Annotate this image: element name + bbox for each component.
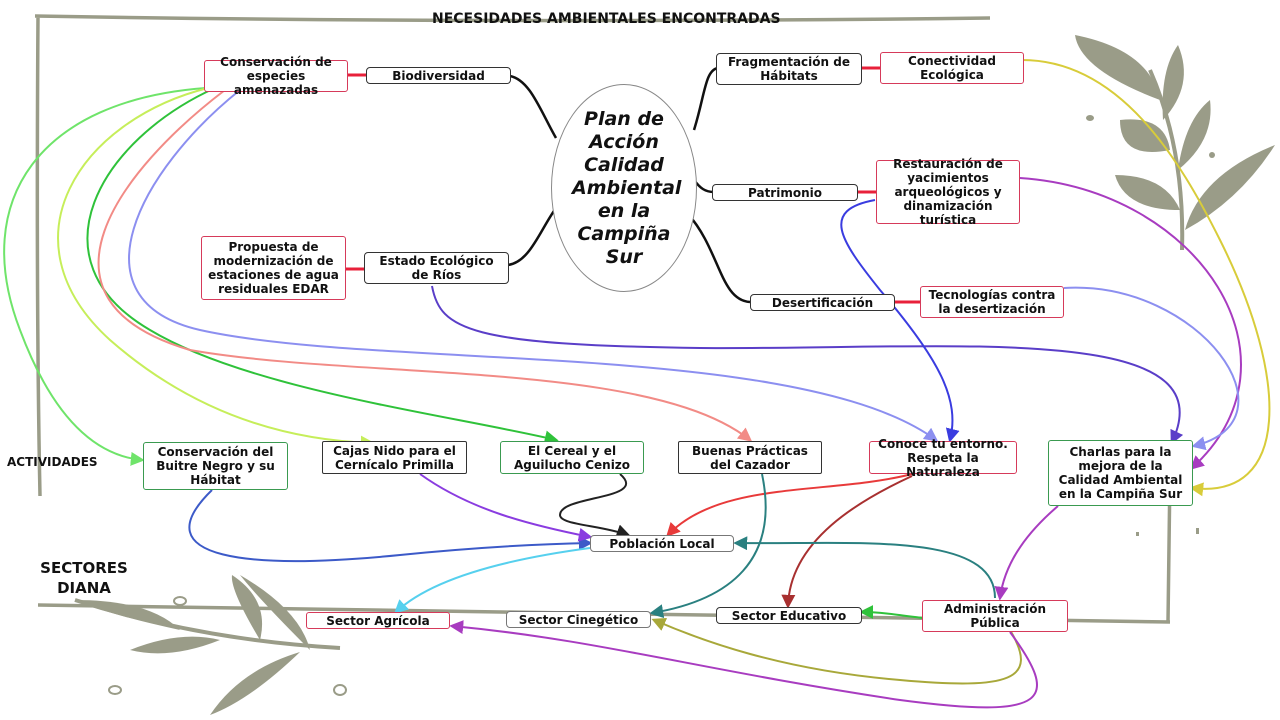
section-sectores: SECTORES DIANA	[40, 559, 128, 597]
link-especies-cajas	[57, 87, 375, 450]
section-actividades: ACTIVIDADES	[7, 455, 98, 469]
link-cereal-poblacion	[558, 473, 631, 538]
activity-cajas-nido[interactable]: Cajas Nido para el Cernícalo Primilla	[322, 441, 467, 474]
sector-agricola[interactable]: Sector Agrícola	[306, 612, 450, 629]
link-restauracion-charlas	[1019, 177, 1242, 470]
header-title: NECESIDADES AMBIENTALES ENCONTRADAS	[432, 11, 781, 27]
need-desertificacion[interactable]: Desertificación	[750, 294, 895, 311]
link-especies-conoce	[128, 89, 939, 442]
sector-educativo[interactable]: Sector Educativo	[716, 607, 862, 624]
activity-cereal-aguilucho[interactable]: El Cereal y el Aguilucho Cenizo	[500, 441, 644, 474]
link-restauracion-conoce	[840, 199, 960, 443]
link-administracion-educativo	[859, 605, 923, 620]
central-plan-title: Plan de Acción Calidad Ambiental en la C…	[572, 107, 682, 268]
activity-buitre-negro[interactable]: Conservación del Buitre Negro y su Hábit…	[143, 442, 288, 490]
sector-cinegetico[interactable]: Sector Cinegético	[506, 611, 651, 628]
need-biodiversidad[interactable]: Biodiversidad	[366, 67, 511, 84]
link-administracion-poblacion	[733, 536, 996, 599]
sector-links	[188, 473, 1059, 709]
link-administracion-agricola	[449, 620, 1038, 709]
link-especies-buenas	[97, 89, 753, 442]
central-plan-node[interactable]: Plan de Acción Calidad Ambiental en la C…	[551, 84, 697, 292]
need-estado-rios[interactable]: Estado Ecológico de Ríos	[364, 252, 509, 284]
leaf-branch-bottom-left	[74, 575, 347, 715]
measure-tecnologias[interactable]: Tecnologías contra la desertización	[920, 286, 1064, 318]
measure-conectividad[interactable]: Conectividad Ecológica	[880, 52, 1024, 84]
link-administracion-cinegetico	[651, 618, 1022, 685]
activity-links	[3, 59, 1271, 497]
sector-poblacion-local[interactable]: Población Local	[590, 535, 734, 552]
measure-restauracion[interactable]: Restauración de yacimientos arqueológico…	[876, 157, 1020, 227]
link-especies-cereal	[86, 87, 559, 445]
need-patrimonio[interactable]: Patrimonio	[712, 184, 858, 201]
link-tecnologias-charlas	[1063, 286, 1240, 451]
link-buitre-poblacion	[188, 489, 593, 563]
link-buenas-cinegetico	[649, 473, 767, 619]
activity-conoce-entorno[interactable]: Conoce tu entorno. Respeta la Naturaleza	[869, 437, 1017, 479]
link-poblacion-agricola	[393, 547, 591, 614]
activity-charlas[interactable]: Charlas para la mejora de la Calidad Amb…	[1048, 440, 1193, 506]
link-conectividad-charlas	[1021, 59, 1271, 497]
link-cajas-poblacion	[419, 473, 593, 542]
measure-especies-amenazadas[interactable]: Conservación de especies amenazadas	[204, 55, 348, 97]
activity-buenas-practicas[interactable]: Buenas Prácticas del Cazador	[678, 441, 822, 474]
measure-edar[interactable]: Propuesta de modernización de estaciones…	[201, 236, 346, 300]
link-conoce-educativo	[781, 475, 913, 609]
frame-border	[34, 14, 1172, 624]
link-charlas-administracion	[994, 505, 1059, 601]
link-conoce-poblacion	[666, 473, 913, 538]
red-connectors	[346, 66, 920, 304]
leaf-branch-top-right	[1075, 35, 1275, 536]
need-fragmentacion[interactable]: Fragmentación de Hábitats	[716, 53, 862, 85]
sector-administracion[interactable]: Administración Pública	[922, 600, 1068, 632]
link-rios-charlas	[431, 285, 1184, 445]
link-especies-buitre	[3, 87, 207, 466]
